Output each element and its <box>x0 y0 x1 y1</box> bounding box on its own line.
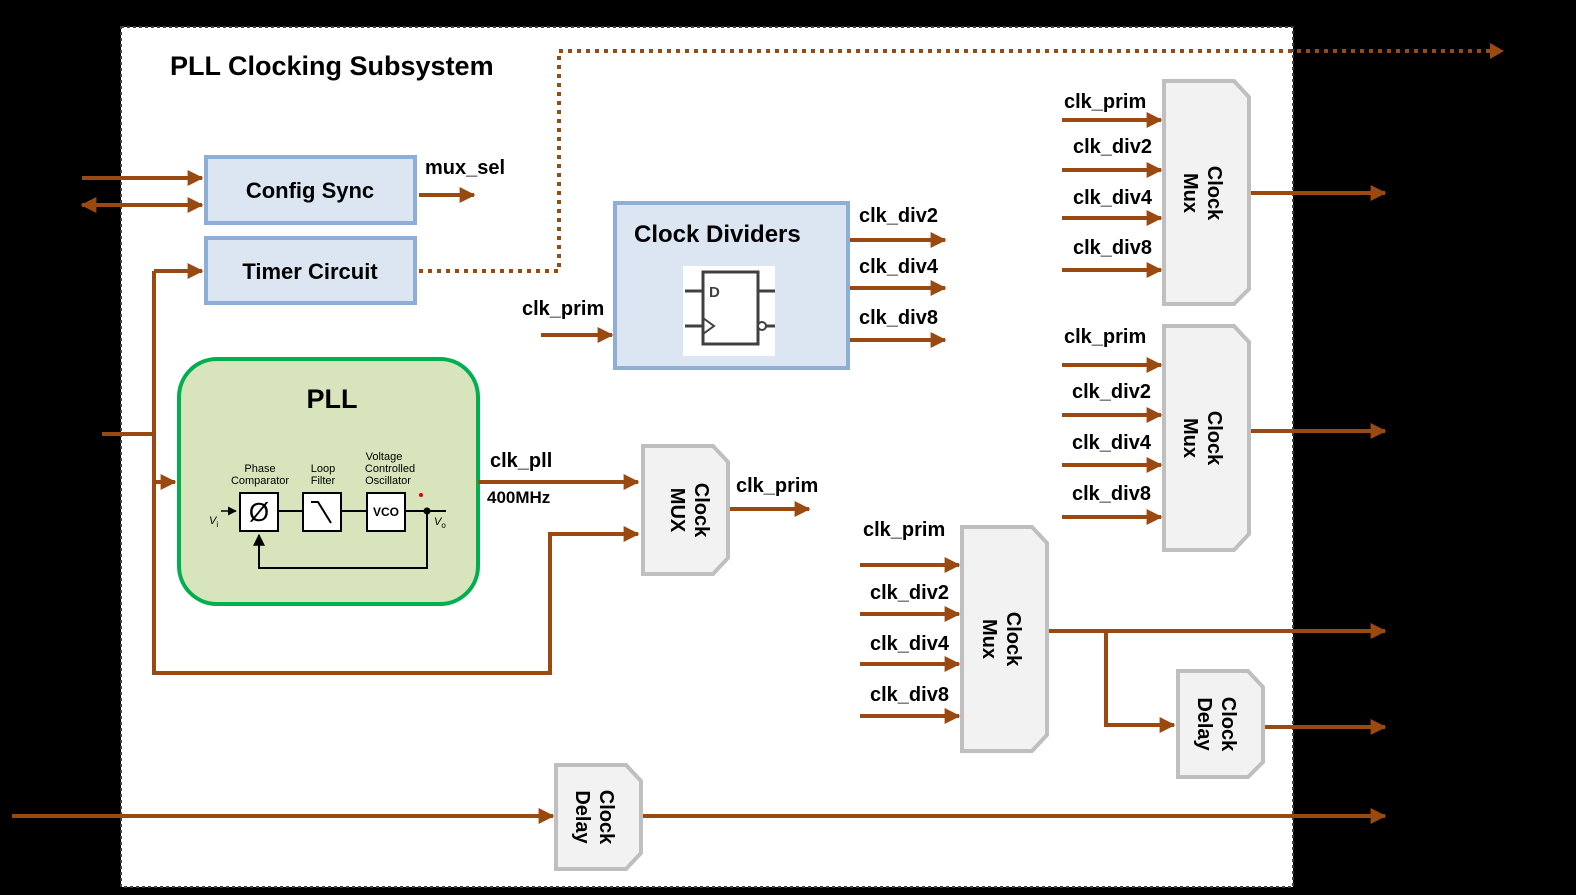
mux-c-in0-label: clk_prim <box>863 519 945 541</box>
mux-a-in3-label: clk_div8 <box>1073 237 1152 259</box>
phase-comparator-line2: Comparator <box>231 475 289 487</box>
clock-mux-main[interactable] <box>641 444 730 576</box>
mux-c-to-delay-wire <box>1104 631 1176 733</box>
ff-d-label: D <box>709 284 720 301</box>
vi-label: Vi <box>209 515 218 529</box>
vco-desc-line3: Oscillator <box>365 475 411 487</box>
loop-filter-line2: Filter <box>311 475 336 487</box>
mux-b-in2-label: clk_div4 <box>1072 432 1152 454</box>
vco-label: VCO <box>373 505 399 519</box>
phi-symbol: Ø <box>249 497 269 527</box>
timer-circuit-label: Timer Circuit <box>242 259 378 284</box>
mux-a-in0-label: clk_prim <box>1064 91 1146 113</box>
clock-mux-a[interactable] <box>1162 79 1251 306</box>
div4-out-label: clk_div4 <box>859 256 939 278</box>
phase-comparator-box <box>239 492 279 532</box>
timer-output-arrowhead <box>1490 43 1504 59</box>
ref-bypass-wire <box>152 271 640 675</box>
clock-delay-right-line1: Clock <box>1217 697 1239 752</box>
clock-mux-c-line1: Clock <box>1002 612 1024 667</box>
subsystem-title: PLL Clocking Subsystem <box>170 51 494 81</box>
vco-desc-line2: Controlled <box>365 463 415 475</box>
clock-delay-bottom-line1: Clock <box>595 790 617 845</box>
pll-freq-label: 400MHz <box>487 488 550 507</box>
filter-icon <box>311 501 332 524</box>
mux-c-in3-label: clk_div8 <box>870 684 949 706</box>
config-sync-block[interactable] <box>204 155 417 225</box>
vco-box <box>366 492 406 532</box>
clock-mux-main-line2: MUX <box>666 488 688 533</box>
clock-mux-a-line1: Clock <box>1203 166 1225 221</box>
pll-label: PLL <box>307 384 358 414</box>
clock-mux-b-line1: Clock <box>1203 411 1225 466</box>
mux-a-in1-label: clk_div2 <box>1073 136 1152 158</box>
clock-delay-right-line2: Delay <box>1193 697 1215 751</box>
div2-out-label: clk_div2 <box>859 205 938 227</box>
clock-mux-c[interactable] <box>960 525 1049 753</box>
dividers-in-label: clk_prim <box>522 298 604 320</box>
mux-sel-label: mux_sel <box>425 157 505 179</box>
clk-prim-out-label: clk_prim <box>736 475 818 497</box>
timer-circuit-block[interactable] <box>204 236 417 305</box>
mux-b-in0-label: clk_prim <box>1064 326 1146 348</box>
feedback-path <box>253 511 428 569</box>
probe-dot <box>419 493 423 497</box>
clk-pll-label: clk_pll <box>490 450 552 472</box>
clock-mux-main-line1: Clock <box>690 483 712 538</box>
clock-mux-a-line2: Mux <box>1179 173 1201 213</box>
clock-delay-right[interactable] <box>1176 669 1265 779</box>
mux-c-in2-label: clk_div4 <box>870 633 950 655</box>
vco-desc-line1: Voltage <box>366 451 403 463</box>
flip-flop-icon: D <box>683 266 775 356</box>
mux-a-in2-label: clk_div4 <box>1073 187 1153 209</box>
clock-delay-bottom-line2: Delay <box>571 790 593 844</box>
loop-filter-box <box>302 492 342 532</box>
mux-c-in1-label: clk_div2 <box>870 582 949 604</box>
clock-mux-b[interactable] <box>1162 324 1251 552</box>
clock-mux-b-line2: Mux <box>1179 418 1201 458</box>
mux-b-in3-label: clk_div8 <box>1072 483 1151 505</box>
div8-out-label: clk_div8 <box>859 307 938 329</box>
loop-filter-line1: Loop <box>311 463 335 475</box>
pll-schematic: Phase Comparator Loop Filter Voltage Con… <box>209 451 446 569</box>
clock-mux-c-line2: Mux <box>978 619 1000 659</box>
config-sync-label: Config Sync <box>246 178 374 203</box>
clock-delay-bottom[interactable] <box>554 763 643 871</box>
phase-comparator-line1: Phase <box>244 463 275 475</box>
mux-b-in1-label: clk_div2 <box>1072 381 1151 403</box>
clock-dividers-label: Clock Dividers <box>634 221 801 248</box>
vo-label: Vo <box>434 516 446 530</box>
timer-output-wire <box>419 49 1500 273</box>
